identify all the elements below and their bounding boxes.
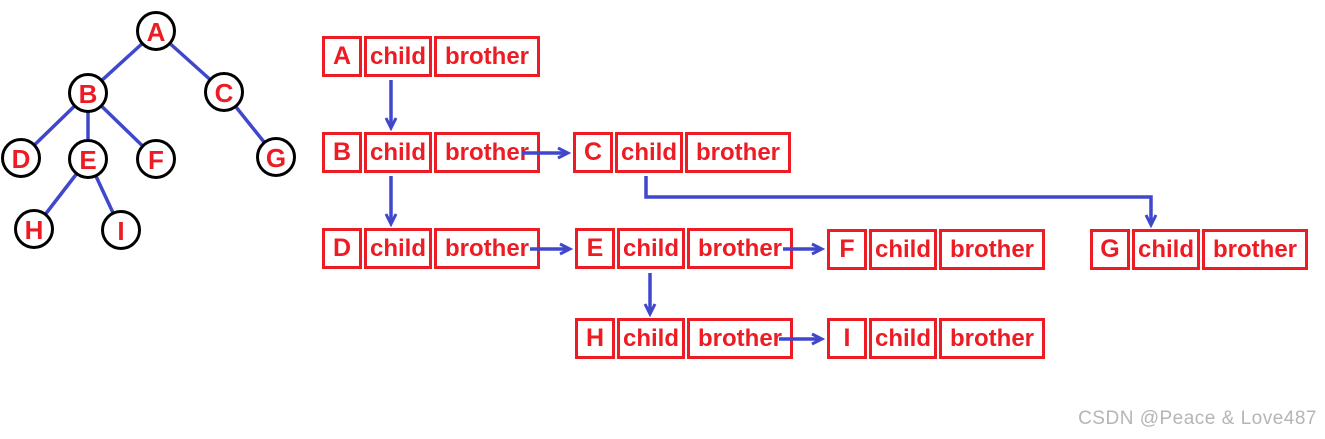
tree-node-h <box>14 209 54 249</box>
tree-node-f <box>136 139 176 179</box>
brother-cell: brother <box>434 228 540 269</box>
tree-node-label-f: F <box>148 145 164 175</box>
child-cell: child <box>364 36 432 77</box>
letter-cell: E <box>575 228 615 269</box>
child-cell: child <box>1132 229 1200 270</box>
letter-cell: I <box>827 318 867 359</box>
brother-cell: brother <box>434 132 540 173</box>
node-box-d: D child brother <box>322 228 540 269</box>
child-cell: child <box>869 229 937 270</box>
letter-cell: H <box>575 318 615 359</box>
tree-node-c <box>204 72 244 112</box>
node-box-a: A child brother <box>322 36 540 77</box>
brother-cell: brother <box>1202 229 1308 270</box>
arrow-c-child-to-g <box>644 176 1151 223</box>
tree-node-label-g: G <box>266 143 286 173</box>
tree-node-i <box>101 210 141 250</box>
letter-cell: B <box>322 132 362 173</box>
letter-cell: G <box>1090 229 1130 270</box>
brother-cell: brother <box>434 36 540 77</box>
child-cell: child <box>615 132 683 173</box>
tree-node-label-i: I <box>117 216 124 246</box>
letter-cell: C <box>573 132 613 173</box>
brother-cell: brother <box>687 228 793 269</box>
letter-cell: D <box>322 228 362 269</box>
tree-diagram: A B C D E F G H I <box>1 11 296 250</box>
node-box-i: I child brother <box>827 318 1045 359</box>
child-cell: child <box>617 228 685 269</box>
tree-node-g <box>256 137 296 177</box>
tree-node-label-e: E <box>79 145 96 175</box>
tree-node-d <box>1 138 41 178</box>
letter-cell: F <box>827 229 867 270</box>
tree-node-label-h: H <box>25 215 44 245</box>
child-cell: child <box>617 318 685 359</box>
brother-cell: brother <box>687 318 793 359</box>
node-box-f: F child brother <box>827 229 1045 270</box>
node-box-g: G child brother <box>1090 229 1308 270</box>
tree-node-label-c: C <box>215 78 234 108</box>
node-box-h: H child brother <box>575 318 793 359</box>
tree-node-label-a: A <box>147 17 166 47</box>
tree-nodes <box>1 11 296 250</box>
brother-cell: brother <box>685 132 791 173</box>
child-cell: child <box>364 228 432 269</box>
watermark: CSDN @Peace & Love487 <box>1078 408 1317 429</box>
child-cell: child <box>869 318 937 359</box>
tree-node-label-d: D <box>12 144 31 174</box>
node-box-b: B child brother <box>322 132 540 173</box>
child-cell: child <box>364 132 432 173</box>
tree-node-b <box>68 73 108 113</box>
brother-cell: brother <box>939 318 1045 359</box>
tree-edges <box>19 29 278 231</box>
brother-cell: brother <box>939 229 1045 270</box>
tree-node-a <box>136 11 176 51</box>
node-box-c: C child brother <box>573 132 791 173</box>
tree-node-e <box>68 139 108 179</box>
letter-cell: A <box>322 36 362 77</box>
tree-node-label-b: B <box>79 79 98 109</box>
node-box-e: E child brother <box>575 228 793 269</box>
